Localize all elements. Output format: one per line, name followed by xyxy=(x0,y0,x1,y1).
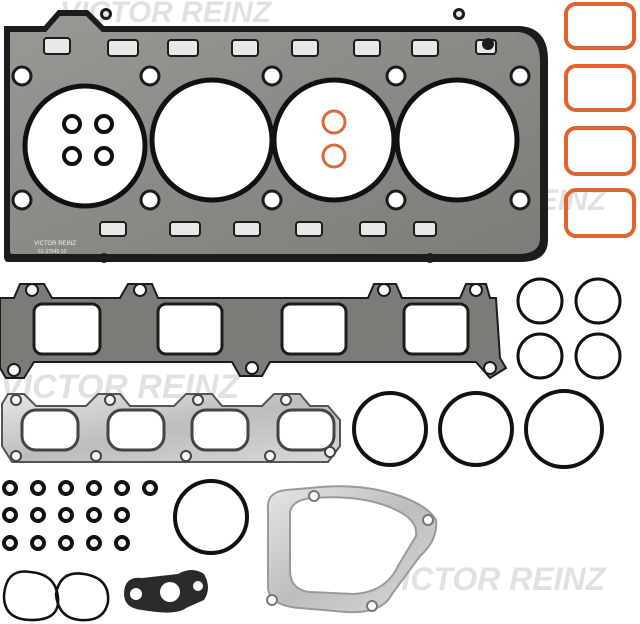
cylinder-bore-2 xyxy=(149,77,275,203)
exhaust-manifold-gasket xyxy=(1,393,341,463)
o-rings-small xyxy=(516,277,622,380)
cylinder-head-gasket: VICTOR REINZ 61-37045-10 xyxy=(4,8,548,263)
head-gasket-stamp-line1: VICTOR REINZ xyxy=(34,241,77,247)
small-flange-gasket xyxy=(124,570,208,613)
intake-manifold-gasket xyxy=(0,283,508,380)
valve-stem-seals xyxy=(62,114,114,166)
intake-manifold-gaskets xyxy=(564,2,636,238)
watermarks: VICTOR REINZ VICTOR REINZ VICTOR REINZ V… xyxy=(0,0,608,597)
cylinder-bore-1 xyxy=(22,83,148,209)
orange-small-rings xyxy=(321,109,347,169)
bolt-holes xyxy=(11,65,531,211)
o-rings-large xyxy=(173,389,604,555)
turbo-gasket xyxy=(266,485,438,614)
loop-gaskets xyxy=(2,570,110,622)
valve-stem-seal-grid xyxy=(2,480,158,551)
cylinder-bores xyxy=(22,77,520,209)
cylinder-bore-4 xyxy=(394,77,520,203)
watermark-bottom: VICTOR REINZ xyxy=(380,561,607,597)
head-gasket-stamp-line2: 61-37045-10 xyxy=(38,249,67,255)
cylinder-bore-3 xyxy=(271,77,397,203)
